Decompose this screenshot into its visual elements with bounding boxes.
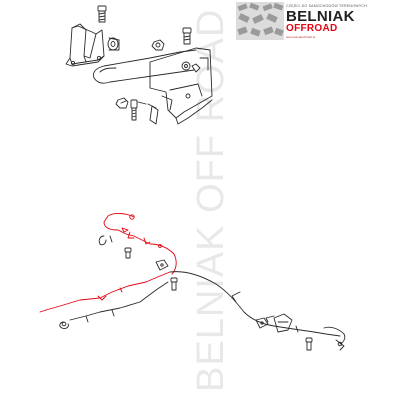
lever-mounting-bracket[interactable] bbox=[65, 23, 105, 67]
plate-nut[interactable] bbox=[151, 39, 165, 51]
cable-clip-ring[interactable] bbox=[98, 235, 113, 246]
logo-tagline: CZĘŚCI DO SAMOCHODÓW TERENOWYCH bbox=[286, 4, 368, 8]
brand-logo[interactable]: CZĘŚCI DO SAMOCHODÓW TERENOWYCH BELNIAK … bbox=[236, 2, 386, 42]
logo-name-belniak: BELNIAK bbox=[286, 8, 355, 25]
cable-end-fitting[interactable] bbox=[61, 321, 343, 347]
bracket-bolt[interactable] bbox=[97, 5, 107, 23]
tire-tread-logo-mark bbox=[236, 2, 284, 40]
cable-equalizer-yoke[interactable] bbox=[273, 313, 293, 333]
intermediate-brake-cable[interactable] bbox=[59, 281, 169, 329]
lever-ratchet-plate[interactable] bbox=[149, 47, 213, 125]
cable-bolt-upper[interactable] bbox=[124, 247, 132, 259]
lever-pivot-bushing[interactable] bbox=[107, 37, 120, 51]
adjuster-clip[interactable] bbox=[191, 63, 201, 73]
front-brake-cable[interactable] bbox=[103, 213, 177, 275]
parking-brake-lever-assembly[interactable] bbox=[65, 5, 213, 125]
parking-brake-cable-assembly[interactable] bbox=[39, 213, 346, 351]
plate-bolt[interactable] bbox=[182, 27, 192, 45]
logo-name-offroad: OFFROAD bbox=[286, 23, 338, 34]
cable-guide-bracket-left[interactable] bbox=[155, 259, 169, 271]
cable-guide-bracket-right[interactable] bbox=[255, 317, 269, 329]
brake-lever-handle[interactable] bbox=[93, 49, 197, 84]
right-rear-brake-cable[interactable] bbox=[169, 271, 346, 351]
logo-url: www.belniakoffroad.pl bbox=[286, 35, 316, 39]
lever-link-bracket[interactable] bbox=[149, 95, 173, 125]
cable-bolt-lower[interactable] bbox=[305, 337, 313, 351]
cable-bolt-middle[interactable] bbox=[170, 277, 178, 291]
left-rear-brake-cable[interactable] bbox=[39, 271, 171, 313]
mounting-bolt-set[interactable] bbox=[115, 97, 157, 121]
